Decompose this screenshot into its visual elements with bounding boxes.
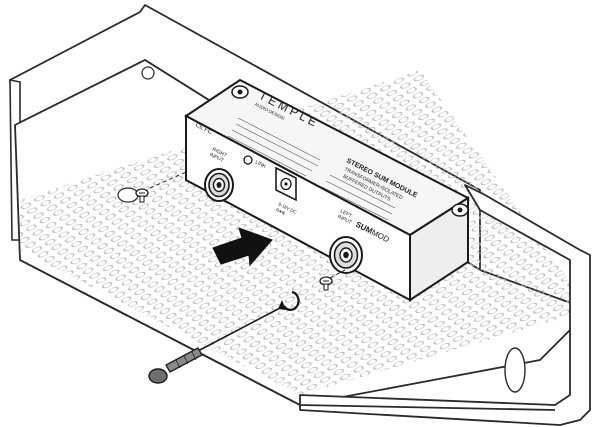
alignment-guides bbox=[149, 171, 346, 279]
tray-cutout bbox=[504, 347, 526, 393]
dc-label-2: ⊖●⊕ bbox=[275, 207, 287, 216]
screwdriver-icon bbox=[148, 307, 281, 384]
dc-jack bbox=[275, 166, 297, 202]
arrow-right-icon bbox=[212, 227, 273, 267]
tray-bolt bbox=[141, 66, 155, 80]
rotate-clockwise-icon bbox=[278, 290, 300, 311]
mount-hole-left bbox=[237, 89, 243, 95]
screw-icon bbox=[135, 188, 149, 203]
screw-icon bbox=[319, 276, 333, 291]
mount-hole-right bbox=[457, 207, 463, 213]
right-input-jack bbox=[204, 168, 234, 202]
left-input-jack bbox=[329, 236, 363, 274]
tray-front-edge bbox=[19, 259, 556, 411]
link-led bbox=[243, 155, 253, 165]
link-label: LINK bbox=[254, 159, 267, 170]
left-input-label-1: LEFT bbox=[339, 208, 353, 219]
tray-cutout bbox=[117, 187, 139, 203]
module-fine-print bbox=[227, 117, 396, 221]
module-side-face bbox=[409, 196, 469, 302]
tray-right-wall bbox=[299, 184, 591, 426]
sum-module: TEMPLE AUDIO DESIGN CE FC STEREO SUM MOD… bbox=[184, 78, 471, 302]
